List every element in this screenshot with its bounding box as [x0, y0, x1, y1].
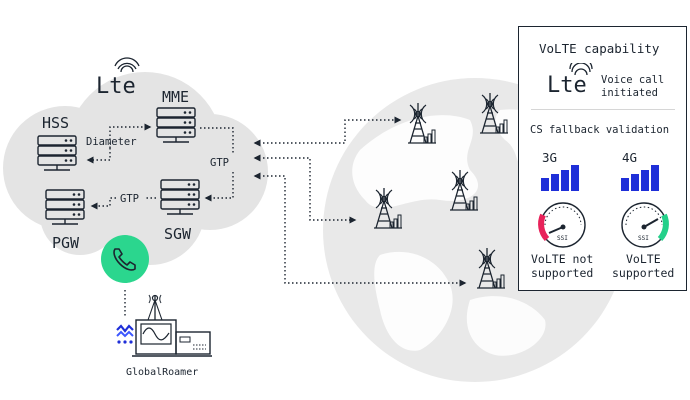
cs-fallback-label: CS fallback validation	[530, 124, 670, 136]
phone-icon	[101, 235, 149, 283]
sgw-label: SGW	[164, 225, 192, 243]
cell-tower-icon	[374, 188, 402, 229]
core-links	[86, 116, 467, 318]
pgw-label: PGW	[52, 234, 80, 252]
signal-bars-3g-icon	[541, 165, 579, 191]
left-status-line1: VoLTE not	[531, 252, 594, 266]
cell-tower-icon	[480, 93, 508, 134]
volte-capability-panel: VoLTE capability Lte Voice call initiate…	[518, 26, 687, 291]
globalroamer-label: GlobalRoamer	[126, 367, 198, 378]
gtp-mme-sgw-label: GTP	[210, 157, 229, 169]
gauge-left-icon: SSI	[538, 202, 586, 248]
left-status-line2: supported	[531, 266, 594, 280]
voice-call-line2: initiated	[601, 87, 658, 99]
right-status-line1: VoLTE	[626, 252, 661, 266]
gauge-left-ssi-label: SSI	[557, 235, 568, 242]
panel-lte-logo: Lte	[547, 73, 587, 98]
globalroamer-device-icon	[116, 294, 212, 357]
right-status-line2: supported	[612, 266, 675, 280]
sgw-server-icon	[160, 179, 200, 215]
cell-tower-icon	[477, 248, 505, 289]
gauge-right-icon: SSI	[621, 202, 669, 248]
gauge-right-ssi-label: SSI	[638, 235, 649, 242]
signal-bars-4g-icon	[621, 165, 659, 191]
diameter-label: Diameter	[86, 136, 137, 148]
cell-tower-icon	[450, 170, 478, 211]
mme-label: MME	[162, 88, 189, 106]
svg-text:Lte: Lte	[96, 74, 136, 99]
label-4g: 4G	[622, 150, 638, 165]
panel-title: VoLTE capability	[539, 41, 660, 56]
panel-divider	[531, 109, 675, 110]
hss-label: HSS	[42, 114, 69, 132]
cell-towers	[374, 93, 508, 289]
cell-tower-icon	[408, 103, 436, 144]
label-3g: 3G	[542, 150, 558, 165]
lte-logo-icon: Lte	[96, 57, 140, 99]
hss-server-icon	[37, 135, 77, 171]
m-logo-icon	[116, 324, 134, 344]
gtp-sgw-pgw-label: GTP	[120, 193, 139, 205]
voice-call-line1: Voice call	[601, 74, 665, 86]
pgw-server-icon	[45, 189, 85, 225]
mme-server-icon	[156, 107, 196, 143]
lte-signal-icon	[569, 63, 593, 76]
